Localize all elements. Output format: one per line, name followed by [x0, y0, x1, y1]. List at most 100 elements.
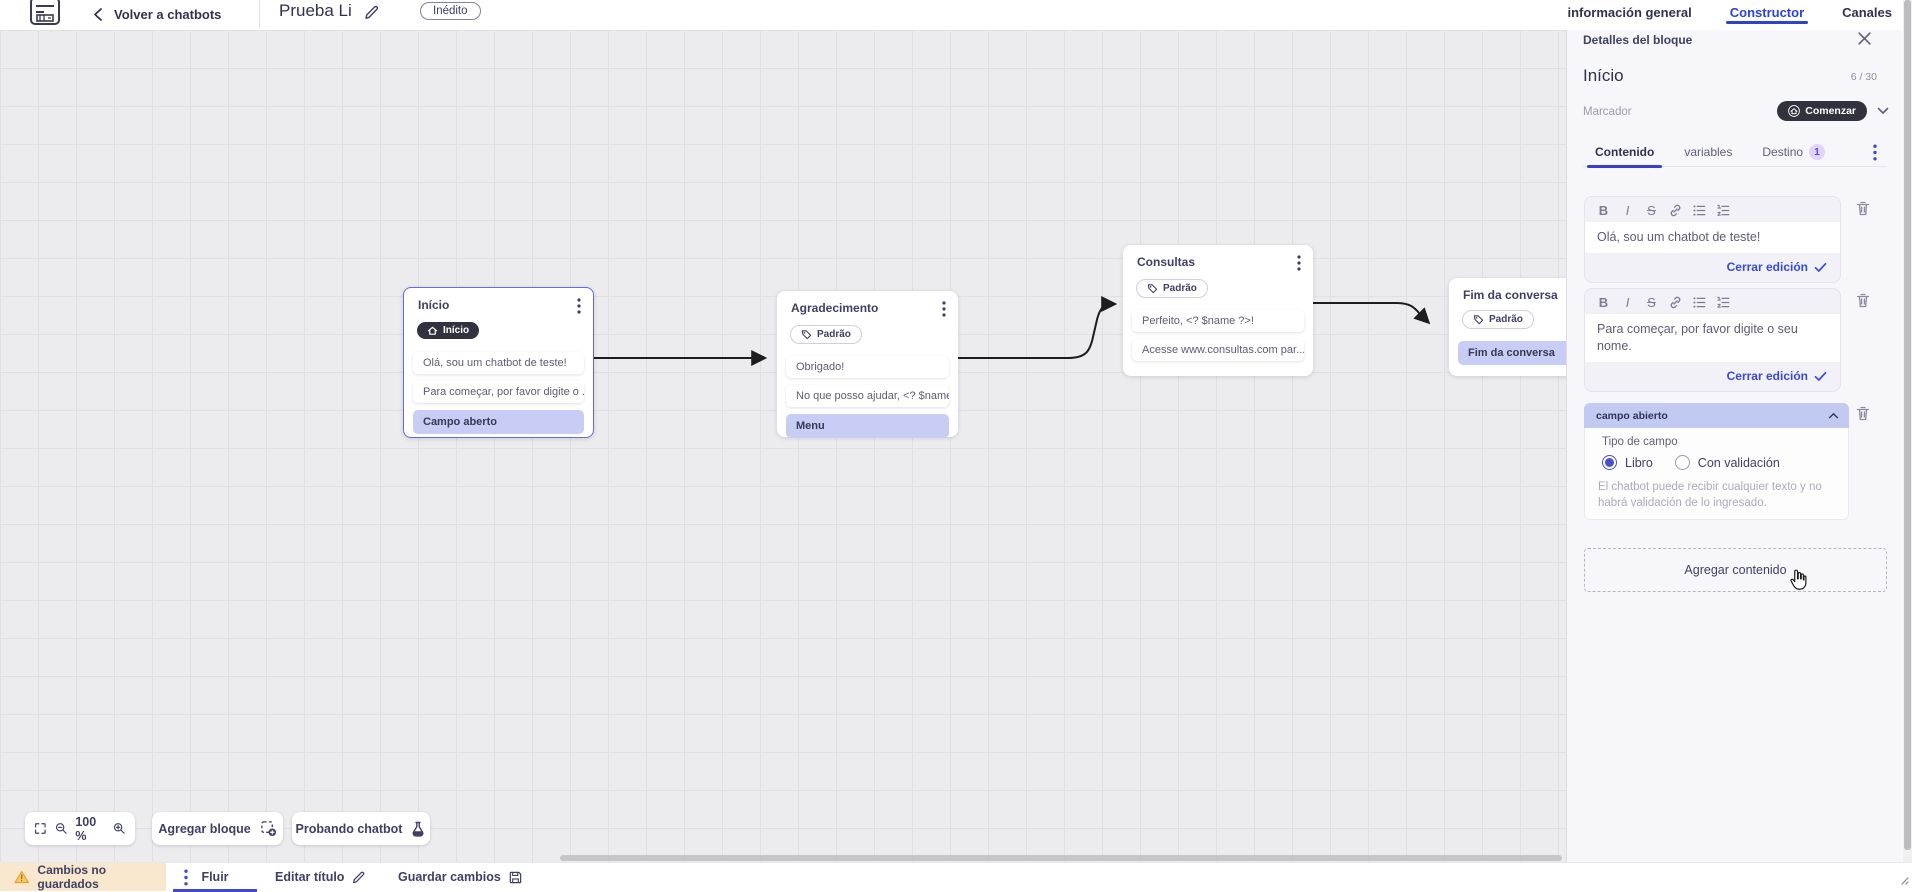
block-message[interactable]: Acesse www.consultas.com par... [1132, 339, 1304, 361]
block-menu-icon[interactable] [577, 298, 581, 314]
tag-icon [801, 330, 812, 340]
chevron-down-icon[interactable] [1877, 107, 1889, 115]
content-editor-2[interactable]: B I S Para começar, por favor digite o s… [1584, 288, 1841, 392]
resize-grip-icon [1901, 877, 1909, 885]
delete-open-field-icon[interactable] [1855, 405, 1871, 422]
back-to-chatbots-link[interactable]: Volver a chatbots [114, 7, 222, 22]
message-text-input[interactable]: Para começar, por favor digite o seu nom… [1585, 314, 1840, 362]
panel-title: Detalles del bloque [1583, 33, 1693, 47]
chevron-up-icon[interactable] [1828, 412, 1839, 419]
edit-flow-title-button[interactable]: Editar título [275, 863, 366, 891]
save-changes-button[interactable]: Guardar cambios [398, 863, 523, 891]
flow-block-consultas[interactable]: Consultas Padrão Perfeito, <? $name ?>! … [1123, 245, 1313, 376]
bold-button[interactable]: B [1598, 295, 1609, 310]
save-icon [509, 871, 522, 883]
block-message[interactable]: Para começar, por favor digite o ... [413, 381, 584, 403]
block-menu-icon[interactable] [942, 301, 946, 317]
tab-canales[interactable]: Canales [1842, 4, 1892, 20]
block-name: Início [1583, 66, 1624, 85]
tab-contenido[interactable]: Contenido [1586, 138, 1663, 168]
scrollbar-thumb[interactable] [1904, 0, 1911, 850]
flow-menu-icon[interactable] [184, 869, 188, 886]
flow-canvas[interactable]: Início Início Olá, sou um chatbot de tes… [0, 30, 1566, 862]
close-edit-button[interactable]: Cerrar edición [1585, 362, 1840, 391]
numbered-list-icon[interactable] [1716, 203, 1731, 218]
zoom-out-icon[interactable] [55, 821, 68, 836]
block-end-item[interactable]: Fim da conversa [1458, 341, 1566, 365]
divider [259, 0, 260, 28]
link-icon[interactable] [1668, 203, 1683, 218]
field-type-label: Tipo de campo [1602, 436, 1678, 448]
delete-content-icon[interactable] [1855, 292, 1871, 309]
edit-title-icon[interactable] [363, 4, 380, 21]
status-badge: Inédito [420, 2, 481, 20]
link-icon[interactable] [1668, 295, 1683, 310]
check-icon [1814, 371, 1827, 381]
main-tabs: información general Constructor Canales [1567, 0, 1892, 24]
panel-menu-icon[interactable] [1873, 144, 1877, 161]
destino-count-badge: 1 [1809, 144, 1826, 160]
name-char-counter: 6 / 30 [1850, 71, 1877, 83]
open-field-body: Tipo de campo Libro Con validación El ch… [1584, 428, 1849, 520]
message-text-input[interactable]: Olá, sou um chatbot de teste! [1585, 222, 1840, 253]
radio-libro[interactable]: Libro [1602, 455, 1653, 470]
numbered-list-icon[interactable] [1716, 295, 1731, 310]
radio-con-validacion[interactable]: Con validación [1674, 455, 1780, 470]
tab-variables[interactable]: variables [1684, 145, 1733, 159]
radio-unselected-icon[interactable] [1674, 455, 1690, 470]
block-type-badge: Padrão [1136, 279, 1208, 298]
tab-informacion-general[interactable]: información general [1567, 4, 1692, 20]
connection-arrows [594, 296, 1431, 366]
back-chevron-icon[interactable] [92, 7, 104, 22]
block-message[interactable]: No que posso ajudar, <? $name ... [786, 385, 949, 407]
radio-selected-icon[interactable] [1602, 455, 1617, 470]
delete-content-icon[interactable] [1855, 200, 1871, 217]
block-message[interactable]: Perfeito, <? $name ?>! [1132, 310, 1304, 332]
add-block-button[interactable]: Agregar bloque [152, 812, 283, 845]
field-helper-text: El chatbot puede recibir cualquier texto… [1598, 481, 1822, 509]
block-title: Fim da conversa [1463, 288, 1558, 302]
content-editor-1[interactable]: B I S Olá, sou um chatbot de teste! Cerr… [1584, 196, 1841, 283]
zoom-in-icon[interactable] [113, 821, 126, 836]
test-chatbot-button[interactable]: Probando chatbot [292, 812, 430, 845]
italic-button[interactable]: I [1625, 295, 1630, 310]
vertical-scrollbar[interactable] [1903, 0, 1912, 862]
zoom-controls: 100 % [25, 812, 135, 845]
bold-button[interactable]: B [1598, 203, 1609, 218]
marker-label: Marcador [1583, 106, 1632, 118]
block-message[interactable]: Olá, sou um chatbot de teste! [413, 352, 584, 374]
add-content-button[interactable]: Agregar contenido [1584, 548, 1887, 592]
flow-tab-fluir[interactable]: Fluir [173, 863, 257, 892]
home-icon [427, 326, 438, 335]
flow-block-inicio[interactable]: Início Início Olá, sou um chatbot de tes… [403, 287, 594, 438]
marker-value-pill[interactable]: Comenzar [1777, 101, 1867, 121]
chatbot-title: Prueba Li [279, 1, 352, 20]
close-edit-button[interactable]: Cerrar edición [1585, 253, 1840, 282]
tag-icon [1473, 315, 1484, 325]
bullet-list-icon[interactable] [1692, 203, 1707, 218]
zoom-level: 100 % [75, 814, 97, 843]
strikethrough-button[interactable]: S [1647, 295, 1656, 310]
block-open-field[interactable]: Campo aberto [413, 410, 584, 434]
italic-button[interactable]: I [1625, 203, 1630, 218]
block-menu-icon[interactable] [1297, 255, 1301, 271]
tag-icon [1147, 284, 1158, 294]
horizontal-scrollbar[interactable] [560, 855, 1562, 861]
add-block-icon [260, 821, 276, 837]
strikethrough-button[interactable]: S [1647, 203, 1656, 218]
tab-constructor[interactable]: Constructor [1725, 0, 1809, 24]
app-logo-icon [30, 0, 60, 25]
block-message[interactable]: Obrigado! [786, 356, 949, 378]
text-format-toolbar: B I S [1585, 289, 1840, 314]
flow-block-fim-da-conversa[interactable]: Fim da conversa Padrão Fim da conversa [1449, 278, 1566, 376]
open-field-header[interactable]: campo abierto [1584, 403, 1849, 428]
block-type-badge: Início [417, 322, 480, 339]
block-type-badge: Padrão [790, 325, 862, 344]
mouse-cursor [1790, 569, 1807, 590]
close-icon[interactable] [1857, 31, 1872, 46]
bullet-list-icon[interactable] [1692, 295, 1707, 310]
tab-destino[interactable]: Destino 1 [1762, 138, 1826, 167]
block-menu-item[interactable]: Menu [786, 414, 949, 438]
fullscreen-icon[interactable] [34, 821, 47, 836]
flow-block-agradecimento[interactable]: Agradecimento Padrão Obrigado! No que po… [777, 291, 958, 438]
